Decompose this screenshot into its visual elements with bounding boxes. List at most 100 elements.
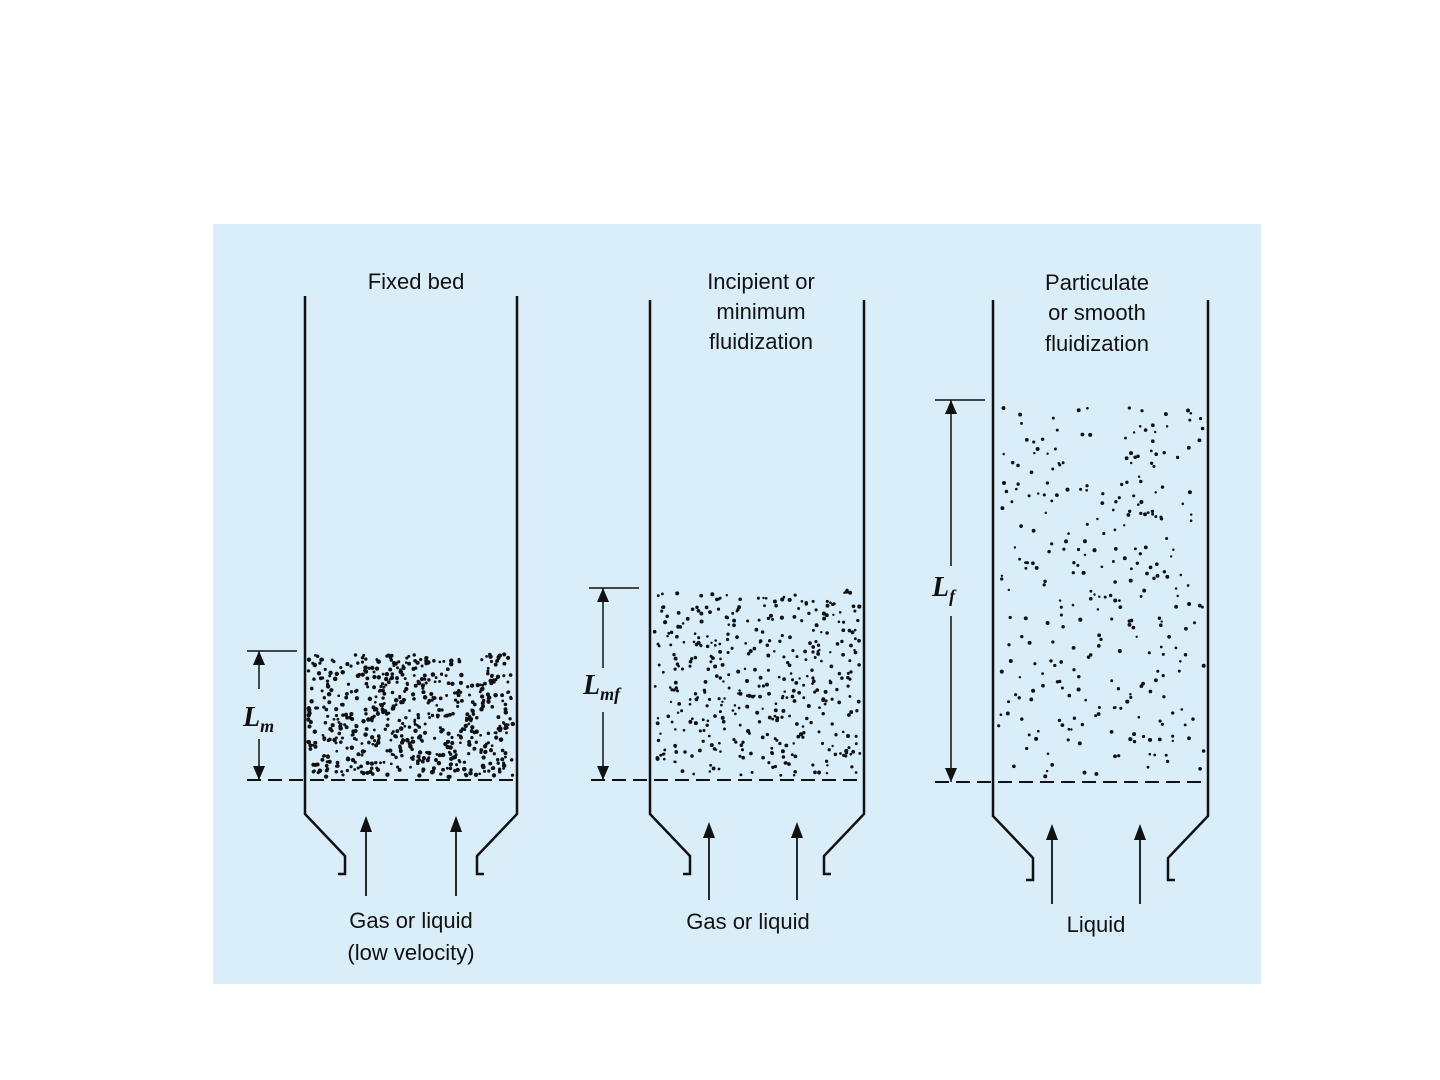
particle xyxy=(1129,693,1132,696)
particle xyxy=(1141,682,1145,686)
particle xyxy=(1174,605,1178,609)
particle xyxy=(667,632,670,635)
particle xyxy=(711,656,715,660)
particle xyxy=(1128,623,1132,627)
particle xyxy=(396,681,399,684)
particle xyxy=(404,716,407,719)
particle xyxy=(1129,579,1133,583)
particle xyxy=(509,697,513,701)
particle xyxy=(674,728,677,731)
particle xyxy=(494,731,497,734)
particle xyxy=(677,611,681,615)
particle xyxy=(1046,481,1049,484)
particle xyxy=(1155,562,1159,566)
particle xyxy=(425,751,428,754)
particle xyxy=(320,758,324,762)
particle xyxy=(1098,706,1101,709)
particle xyxy=(852,604,856,608)
particle xyxy=(1112,509,1115,512)
particle xyxy=(1100,501,1104,505)
particle xyxy=(839,752,842,755)
particle xyxy=(387,680,391,684)
particle xyxy=(1118,605,1122,609)
particle xyxy=(346,769,349,772)
particle xyxy=(739,724,742,727)
particle xyxy=(314,745,318,749)
particle xyxy=(335,770,339,774)
particle xyxy=(854,651,858,655)
particle xyxy=(782,677,786,681)
particle xyxy=(694,721,698,725)
particle xyxy=(825,631,829,635)
particle xyxy=(322,706,325,709)
particle xyxy=(1110,730,1114,734)
particle xyxy=(493,693,498,698)
particle xyxy=(438,753,442,757)
particle xyxy=(738,598,742,602)
particle xyxy=(338,726,342,730)
particle xyxy=(676,689,679,692)
panel-title-line: fluidization xyxy=(709,329,813,354)
particle xyxy=(502,662,506,666)
particle xyxy=(796,655,799,658)
particle xyxy=(665,615,669,619)
particle xyxy=(436,714,440,718)
particle xyxy=(450,736,453,739)
particle xyxy=(793,699,797,703)
particle xyxy=(1149,690,1153,694)
particle xyxy=(826,764,828,766)
particle xyxy=(504,756,507,759)
particle xyxy=(1148,651,1151,654)
particle xyxy=(1041,438,1044,441)
particle xyxy=(732,619,736,623)
particle xyxy=(715,674,719,678)
particle xyxy=(1072,646,1076,650)
particle xyxy=(336,718,339,721)
particle xyxy=(658,664,661,667)
particle xyxy=(850,765,853,768)
particle xyxy=(710,592,714,596)
inlet-label-line: Liquid xyxy=(1067,912,1126,937)
particle xyxy=(418,734,422,738)
particle xyxy=(457,693,461,697)
particle xyxy=(1201,427,1205,431)
particle xyxy=(1047,752,1050,755)
particle xyxy=(1151,513,1154,516)
particle xyxy=(345,725,349,729)
particle xyxy=(1191,717,1194,720)
particle xyxy=(713,747,717,751)
particle xyxy=(732,623,736,627)
particle xyxy=(387,718,390,721)
particle xyxy=(1165,537,1168,540)
particle xyxy=(788,663,792,667)
particle xyxy=(1092,548,1096,552)
particle xyxy=(1138,476,1140,478)
particle xyxy=(1139,552,1142,555)
particle xyxy=(1067,532,1070,535)
particle xyxy=(361,672,365,676)
particle xyxy=(423,731,427,735)
particle xyxy=(1202,664,1206,668)
particle xyxy=(1020,422,1023,425)
particle xyxy=(347,683,350,686)
column-wall xyxy=(305,296,345,874)
particle xyxy=(1019,676,1021,678)
particle xyxy=(351,734,354,737)
particle xyxy=(1054,448,1057,451)
particle xyxy=(676,625,680,629)
particle xyxy=(825,613,829,617)
particle xyxy=(486,700,490,704)
particle xyxy=(1018,558,1021,561)
particle xyxy=(660,610,663,613)
particle xyxy=(449,662,454,667)
particle xyxy=(504,710,508,714)
particle xyxy=(325,764,329,768)
particle xyxy=(321,689,324,692)
particle xyxy=(1064,539,1068,543)
particle xyxy=(1086,407,1089,410)
particle xyxy=(398,719,402,723)
particle xyxy=(677,711,679,713)
particle xyxy=(841,628,845,632)
particle xyxy=(689,660,693,664)
particle xyxy=(392,661,396,665)
